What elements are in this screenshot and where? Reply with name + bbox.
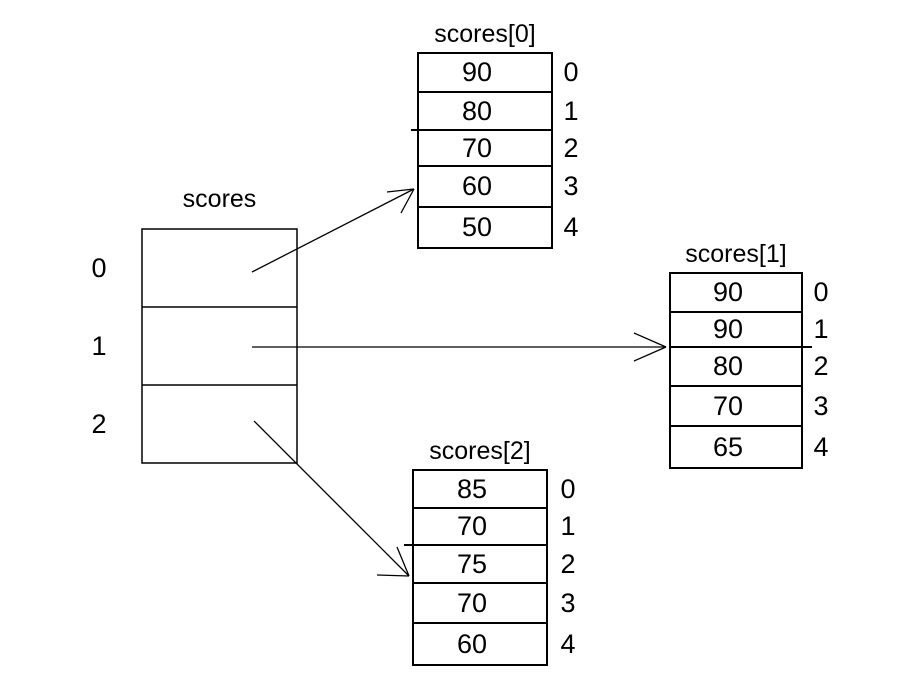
array-0-value-0: 90: [461, 57, 493, 87]
array-table-1: [669, 272, 812, 469]
array-0-index-3: 3: [563, 171, 579, 201]
pointer-index-1: 1: [91, 330, 107, 361]
array-1-value-1: 90: [712, 314, 744, 344]
array-2-value-1: 70: [456, 511, 488, 541]
pointer-index-0: 0: [91, 252, 107, 283]
array-1-index-3: 3: [813, 390, 829, 421]
array-0-index-1: 1: [563, 95, 579, 126]
array-1-value-4: 65: [712, 431, 744, 462]
array-2-index-1: 1: [560, 511, 576, 541]
array-2-index-3: 3: [560, 587, 576, 618]
array-2-title: scores[2]: [429, 436, 531, 465]
array-1-index-2: 2: [813, 351, 829, 381]
pointer-array-title: scores: [182, 184, 257, 213]
arrow-to-array-1: [252, 332, 667, 362]
arrow-to-array-0: [251, 188, 415, 273]
array-1-index-4: 4: [813, 431, 829, 462]
array-table-2: [404, 469, 548, 666]
array-0-value-1: 80: [461, 95, 493, 126]
array-1-value-3: 70: [712, 390, 744, 421]
array-0-value-3: 60: [461, 171, 493, 201]
array-1-title: scores[1]: [685, 239, 787, 268]
array-0-index-2: 2: [563, 132, 579, 163]
array-table-0: [411, 52, 553, 249]
array-2-value-0: 85: [456, 473, 488, 504]
pointer-array-box: [141, 228, 298, 464]
array-2-index-2: 2: [560, 548, 576, 579]
array-0-value-4: 50: [461, 212, 493, 242]
pointer-index-2: 2: [91, 408, 107, 439]
array-0-value-2: 70: [461, 132, 493, 163]
array-1-index-0: 0: [813, 277, 829, 307]
array-1-value-0: 90: [712, 277, 744, 307]
array-0-index-0: 0: [563, 57, 579, 87]
array-0-title: scores[0]: [434, 19, 536, 48]
array-1-index-1: 1: [813, 314, 829, 344]
array-2-value-2: 75: [456, 548, 488, 579]
array-2-index-0: 0: [560, 473, 576, 504]
arrow-to-array-2: [253, 420, 410, 577]
array-2-value-3: 70: [456, 587, 488, 618]
array-1-value-2: 80: [712, 351, 744, 381]
array-0-index-4: 4: [563, 212, 579, 242]
array-2-index-4: 4: [560, 628, 576, 659]
array-2-value-4: 60: [456, 628, 488, 659]
